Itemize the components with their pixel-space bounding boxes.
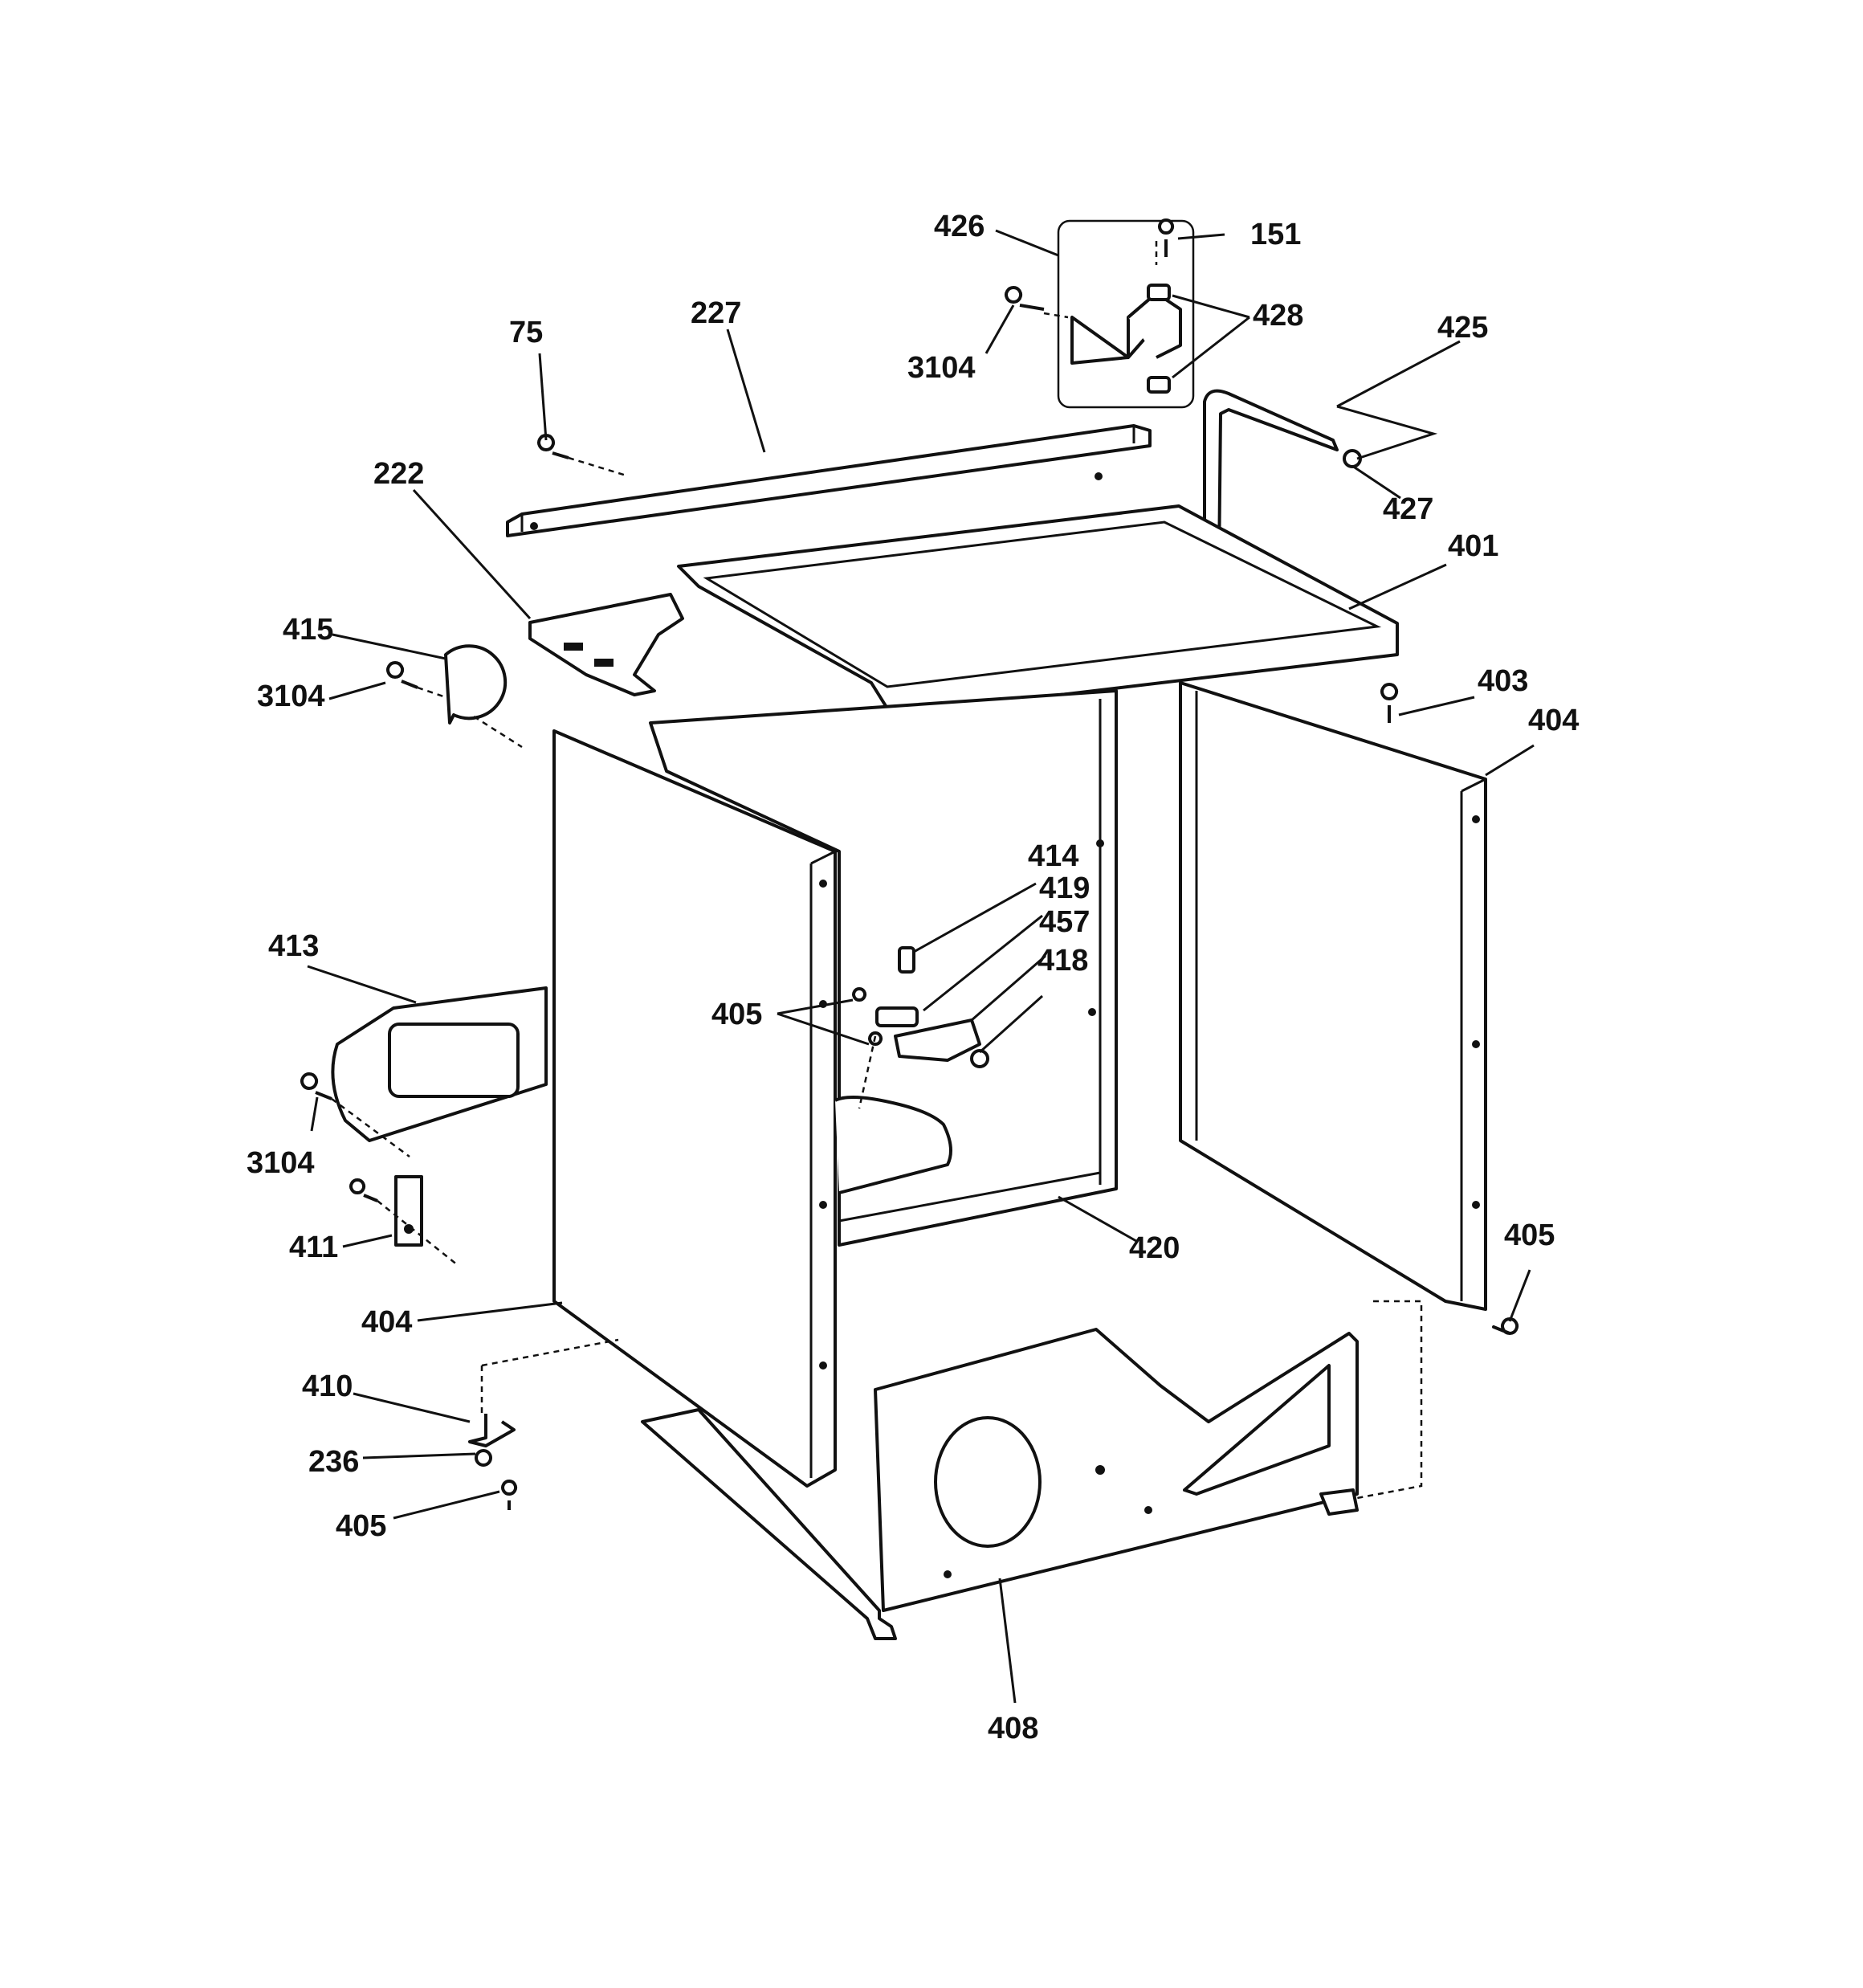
- right-side-panel-404: [1179, 681, 1487, 1311]
- panel-hole: [819, 1361, 827, 1370]
- base-window: [1183, 1364, 1331, 1496]
- callout-404-left: 404: [361, 1305, 412, 1339]
- base-hole: [1144, 1506, 1152, 1514]
- callout-405-bottom: 405: [336, 1509, 386, 1543]
- callout-425: 425: [1437, 311, 1488, 345]
- screw-411: [349, 1178, 378, 1202]
- screw-405-bottom: [501, 1480, 517, 1510]
- panel-hole: [1472, 815, 1480, 823]
- panel-hole: [1472, 1201, 1480, 1209]
- rear-panel-420: [649, 689, 1118, 1247]
- channel-hole: [530, 522, 538, 530]
- bracket-slot: [564, 643, 583, 651]
- leader-lines: [307, 229, 1535, 1704]
- rear-hole: [1088, 1008, 1096, 1016]
- top-channel-227: [506, 424, 1152, 537]
- top-panel-401: [677, 504, 1399, 716]
- hinge-pad-bottom: [1147, 376, 1171, 394]
- screw-403: [1380, 683, 1399, 723]
- screw-75: [537, 434, 569, 459]
- callout-404-right: 404: [1528, 704, 1579, 737]
- hinge-screw-3104: [1005, 286, 1045, 311]
- callout-457: 457: [1039, 905, 1090, 939]
- callout-419: 419: [1039, 872, 1090, 905]
- control-bracket-222: [528, 593, 684, 696]
- callout-403: 403: [1478, 664, 1528, 698]
- base-frame-408: [641, 1408, 897, 1640]
- channel-hole: [1095, 472, 1103, 480]
- hinge-detail-box: [1057, 219, 1195, 409]
- callout-151: 151: [1250, 218, 1301, 251]
- callout-420: 420: [1129, 1231, 1180, 1265]
- callout-3104-top: 3104: [907, 351, 976, 385]
- callout-3104-lower: 3104: [247, 1146, 315, 1180]
- callout-410: 410: [302, 1370, 353, 1403]
- callout-415: 415: [283, 613, 333, 647]
- callout-405-mid: 405: [711, 998, 762, 1031]
- top-channel-227-lip: [520, 426, 1135, 532]
- panel-hole: [819, 1201, 827, 1209]
- callout-405-right: 405: [1504, 1219, 1555, 1252]
- door-rod-425: [1203, 389, 1339, 568]
- access-panel-window: [388, 1023, 520, 1098]
- hinge-screw-151: [1158, 218, 1174, 257]
- base-foot-right: [1319, 1488, 1359, 1516]
- callout-426: 426: [934, 210, 984, 243]
- latch-nut-418: [970, 1049, 989, 1068]
- callout-labels: 426 151 3104 428 227 75 425 427 222 401 …: [247, 210, 1579, 1745]
- left-panel-flange: [809, 850, 836, 1478]
- base-hole: [1095, 1465, 1105, 1475]
- hinge-detail-group: [1005, 218, 1195, 409]
- callout-222: 222: [373, 457, 424, 491]
- callout-428: 428: [1253, 299, 1303, 333]
- callout-227: 227: [691, 296, 741, 330]
- callout-413: 413: [268, 929, 319, 963]
- screw-3104-left: [386, 661, 418, 689]
- panel-hole: [1472, 1040, 1480, 1048]
- hinge-plate: [1127, 292, 1182, 359]
- leveling-leg-410: [468, 1414, 516, 1447]
- callout-411: 411: [289, 1231, 338, 1264]
- callout-75: 75: [509, 316, 543, 349]
- bracket-slot: [594, 659, 614, 667]
- callout-418: 418: [1037, 944, 1088, 978]
- latch-419: [875, 1006, 919, 1027]
- rear-hole: [1096, 839, 1104, 847]
- clip-411: [394, 1175, 423, 1247]
- latch-414: [898, 946, 915, 974]
- top-panel-401-inner: [703, 520, 1382, 688]
- base-hole: [944, 1570, 952, 1578]
- screw-405-mid-a: [852, 987, 867, 1002]
- right-panel-flange: [1195, 691, 1486, 1301]
- assembly-lines: [331, 241, 1423, 1500]
- callout-408: 408: [988, 1712, 1038, 1745]
- vent-cap-415: [444, 644, 508, 725]
- rear-panel-flange: [838, 699, 1102, 1223]
- callout-401: 401: [1448, 529, 1498, 563]
- left-side-panel-404: [552, 729, 837, 1488]
- screw-405-right: [1492, 1317, 1519, 1335]
- screw-3104-lower: [300, 1072, 332, 1100]
- washer-236: [475, 1449, 492, 1467]
- rear-exhaust-opening: [834, 1096, 952, 1194]
- callout-236: 236: [308, 1445, 359, 1479]
- latch-bracket-457: [894, 1018, 981, 1062]
- hinge-pad-top: [1147, 284, 1171, 301]
- callout-427: 427: [1383, 492, 1433, 526]
- panel-hole: [819, 880, 827, 888]
- callout-3104-left: 3104: [257, 680, 325, 713]
- base-drum-opening: [934, 1416, 1042, 1548]
- callout-414: 414: [1028, 839, 1078, 873]
